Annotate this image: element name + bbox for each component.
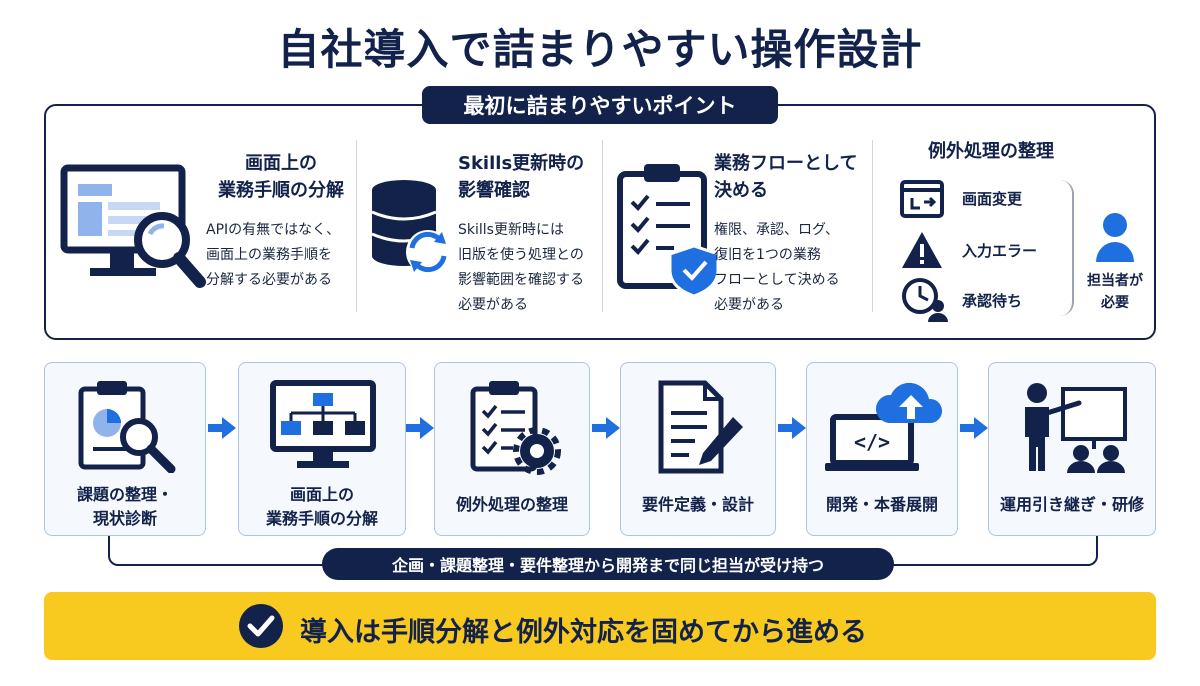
monitor-magnifier-icon	[60, 164, 206, 288]
page-title: 自社導入で詰まりやすい操作設計	[277, 25, 923, 74]
column-text-line: 分解する必要がある	[206, 272, 332, 288]
column-text-line: 旧版を使う処理との	[458, 247, 584, 263]
warning-icon	[902, 232, 942, 268]
arrow-right-icon	[960, 417, 988, 439]
process-step: 運用引き継ぎ・研修	[988, 362, 1156, 536]
ownership-label: 企画・課題整理・要件整理から開発まで同じ担当が受け持つ	[322, 548, 894, 580]
process-step: </> 開発・本番展開	[806, 362, 958, 536]
column-text-line: 画面上の業務手順を	[206, 247, 332, 263]
column-text-line: 権限、承認、ログ、	[714, 222, 840, 238]
step-label-line: 現状診断	[92, 509, 157, 528]
column-title-line: 業務手順の分解	[218, 180, 344, 201]
column-text-line: Skills更新時には	[458, 222, 564, 238]
column-text-line: 影響範囲を確認する	[458, 272, 584, 288]
column-title-line: Skills更新時の	[458, 153, 585, 174]
process-step: 課題の整理・ 現状診断	[44, 362, 206, 536]
column-text-line: 復旧を1つの業務	[714, 247, 821, 263]
column-divider	[356, 140, 357, 312]
process-step: 例外処理の整理	[434, 362, 590, 536]
step-label-line: 画面上の	[289, 485, 354, 504]
checklist-gear-icon	[470, 381, 561, 475]
conclusion-banner	[44, 592, 1156, 660]
column-text-line: フローとして決める	[714, 272, 840, 288]
step-label-line: 課題の整理・	[76, 485, 173, 504]
clipboard-shield-icon	[617, 164, 720, 298]
arrow-right-icon	[406, 417, 434, 439]
step-label-line: 運用引き継ぎ・研修	[999, 495, 1144, 514]
arrow-right-icon	[208, 417, 236, 439]
step-label-line: 例外処理の整理	[455, 495, 568, 514]
person-icon	[1096, 213, 1134, 262]
conclusion-text: 導入は手順分解と例外対応を固めてから進める	[300, 617, 867, 648]
column-title-line: 影響確認	[458, 180, 530, 201]
column-title-line: 業務フローとして	[714, 153, 858, 174]
arrow-right-icon	[778, 417, 806, 439]
clipboard-chart-icon	[78, 381, 176, 473]
process-step: 要件定義・設計	[620, 362, 776, 536]
arrow-right-icon	[592, 417, 620, 439]
exception-item-label: 承認待ち	[962, 292, 1023, 310]
column-divider	[602, 140, 603, 312]
clock-user-icon	[902, 278, 948, 322]
column-divider	[872, 140, 873, 312]
screen-change-icon	[900, 180, 944, 218]
monitor-flowchart-icon	[270, 380, 376, 468]
laptop-cloud-icon: </>	[825, 382, 943, 471]
person-label: 担当者が 必要	[1087, 273, 1143, 311]
exception-item-label: 画面変更	[962, 190, 1023, 208]
database-sync-icon	[371, 180, 450, 274]
column-text-line: APIの有無ではなく、	[206, 222, 341, 238]
presentation-icon	[1025, 383, 1127, 473]
document-pen-icon	[658, 380, 743, 474]
exception-item-label: 入力エラー	[962, 242, 1038, 260]
column-title-line: 決める	[714, 180, 768, 201]
process-step: 画面上の 業務手順の分解	[238, 362, 406, 536]
exceptions-title: 例外処理の整理	[928, 141, 1054, 162]
exceptions-brace	[1060, 180, 1074, 316]
step-label-line: 要件定義・設計	[641, 495, 754, 514]
pain-points-tag: 最初に詰まりやすいポイント	[422, 86, 778, 124]
check-circle-icon	[239, 604, 283, 648]
column-text-line: 必要がある	[714, 297, 784, 313]
step-label-line: 業務手順の分解	[265, 509, 378, 528]
svg-text:</>: </>	[854, 430, 890, 454]
column-text-line: 必要がある	[458, 297, 528, 313]
step-label-line: 開発・本番展開	[825, 495, 938, 514]
column-title-line: 画面上の	[245, 153, 317, 174]
